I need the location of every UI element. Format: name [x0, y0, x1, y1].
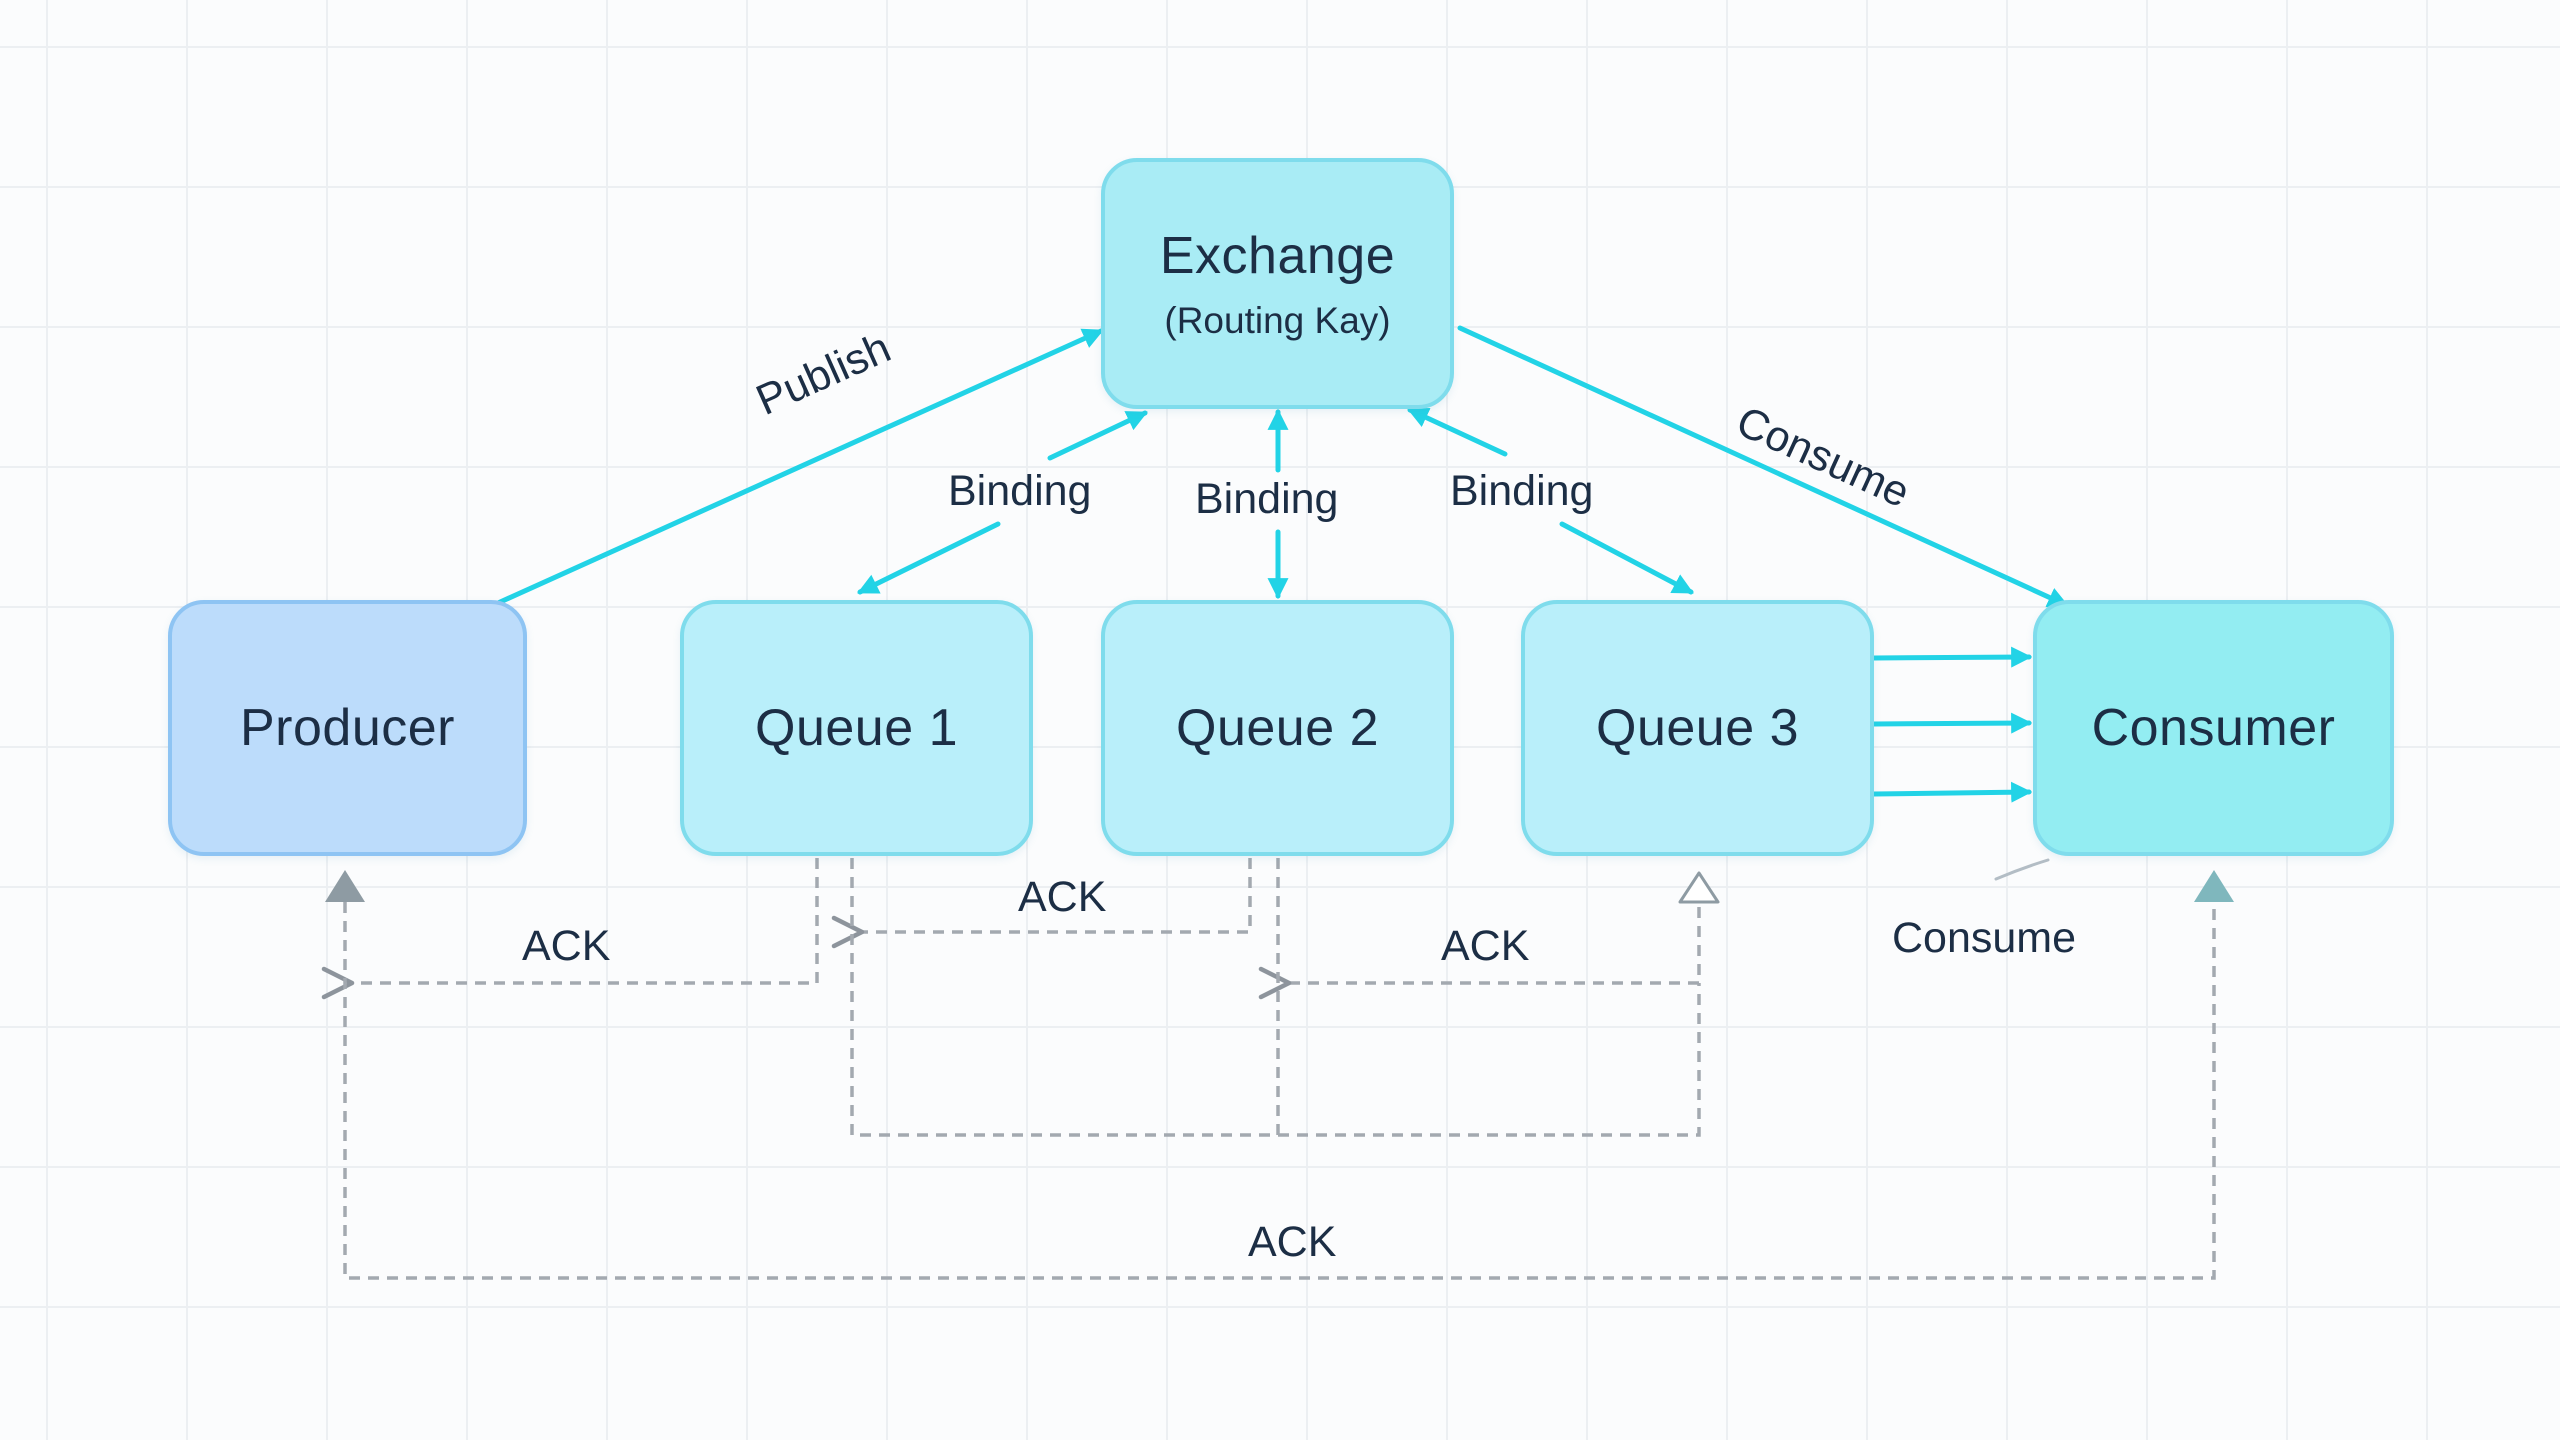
ack-arrowhead-queue3: [1678, 871, 1720, 904]
ack-arrowhead-consumer: [2194, 870, 2234, 902]
ack-line-loop: [850, 858, 1701, 1137]
ack-line-queue1: [831, 858, 1252, 949]
queue1-node[interactable]: Queue 1: [680, 600, 1033, 856]
binding-arrow-right-a: [1407, 407, 1508, 457]
queue3-to-consumer-arrow-2: [1871, 712, 2033, 734]
exchange-subtitle: (Routing Kay): [1164, 299, 1391, 341]
consumer-node[interactable]: Consumer: [2033, 600, 2394, 856]
queue3-node[interactable]: Queue 3: [1521, 600, 1874, 856]
binding-arrow-right-b: [1559, 521, 1694, 595]
queue2-node[interactable]: Queue 2: [1101, 600, 1454, 856]
exchange-node[interactable]: Exchange (Routing Kay): [1101, 158, 1454, 409]
publish-arrow: [495, 328, 1104, 606]
ack-line-bottom: [343, 902, 2216, 1280]
queue3-title: Queue 3: [1596, 699, 1799, 757]
queue2-title: Queue 2: [1176, 699, 1379, 757]
binding-label-right: Binding: [1450, 467, 1594, 515]
ack-arrowhead-producer: [325, 870, 365, 902]
queue3-to-consumer-arrow-1: [1871, 646, 2033, 668]
queue1-title: Queue 1: [755, 699, 958, 757]
consumer-curl-mark: [1994, 858, 2050, 881]
ack-label-queue2: ACK: [1441, 922, 1530, 970]
consume-label-bottom: Consume: [1892, 914, 2077, 962]
binding-arrow-left-a: [1047, 410, 1148, 461]
binding-label-left: Binding: [948, 467, 1092, 515]
binding-arrow-left-b: [857, 521, 1001, 595]
ack-line-producer: [321, 858, 819, 1000]
ack-label-queue1: ACK: [1018, 873, 1107, 921]
exchange-title: Exchange: [1159, 226, 1396, 285]
binding-label-center: Binding: [1195, 475, 1339, 523]
consume-arrow-top: [1457, 325, 2069, 608]
consumer-title: Consumer: [2091, 699, 2336, 757]
ack-label-producer: ACK: [522, 922, 611, 970]
queue3-to-consumer-arrow-3: [1871, 781, 2033, 803]
ack-label-bottom: ACK: [1248, 1218, 1337, 1266]
producer-node[interactable]: Producer: [168, 600, 527, 856]
producer-title: Producer: [240, 699, 455, 757]
